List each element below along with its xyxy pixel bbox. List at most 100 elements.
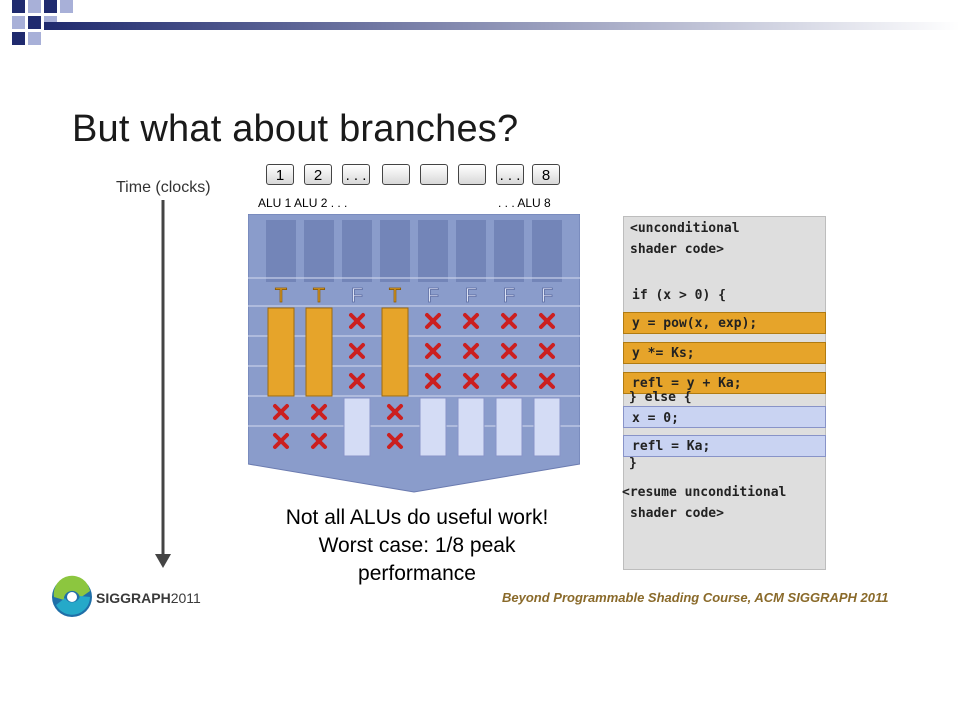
branch-flag-4: T xyxy=(389,285,401,307)
lane-header-2 xyxy=(304,220,334,282)
grid-background xyxy=(248,214,580,493)
false-work-bar-8 xyxy=(533,397,561,457)
true-work-bar-2 xyxy=(305,307,333,397)
code-line: if (x > 0) { xyxy=(632,288,726,303)
branch-flag-6: F xyxy=(465,285,477,307)
code-band-true-1 xyxy=(623,312,826,334)
alu-box-8: 8 xyxy=(532,164,560,185)
branch-flag-5: F xyxy=(427,285,439,307)
false-work-bar-7 xyxy=(495,397,523,457)
cross-stroke xyxy=(349,343,365,359)
cross-icon xyxy=(273,433,289,449)
code-line: x = 0; xyxy=(632,411,679,426)
lane-header-1 xyxy=(266,220,296,282)
cross-icon xyxy=(539,373,555,389)
cross-icon xyxy=(425,313,441,329)
cross-stroke xyxy=(463,343,479,359)
alu-label-left: ALU 1 ALU 2 . . . xyxy=(258,196,348,210)
cross-icon xyxy=(311,433,327,449)
alu-label-right: . . . ALU 8 xyxy=(498,196,551,210)
code-line: shader code> xyxy=(630,242,724,257)
cross-stroke xyxy=(539,373,555,389)
cross-icon xyxy=(349,373,365,389)
alu-box-6 xyxy=(458,164,486,185)
cross-icon xyxy=(463,373,479,389)
cross-stroke xyxy=(463,373,479,389)
cross-stroke xyxy=(501,373,517,389)
branch-flag-2: T xyxy=(313,285,325,307)
alu-box-4 xyxy=(382,164,410,185)
cross-icon xyxy=(463,313,479,329)
cross-icon xyxy=(311,404,327,420)
false-work-bar-6 xyxy=(457,397,485,457)
code-line: } xyxy=(629,456,637,471)
alu-box-2: 2 xyxy=(304,164,332,185)
code-band-true-3 xyxy=(623,372,826,394)
cross-icon xyxy=(425,373,441,389)
caption-line-2: Worst case: 1/8 peak xyxy=(318,534,516,557)
false-work-bar-5 xyxy=(419,397,447,457)
logo-name: SIGGRAPH xyxy=(96,590,171,606)
cross-icon xyxy=(349,313,365,329)
alu-box-3: . . . xyxy=(342,164,370,185)
cross-stroke xyxy=(501,313,517,329)
cross-stroke xyxy=(539,313,555,329)
cross-stroke xyxy=(311,433,327,449)
true-work-bar-4 xyxy=(381,307,409,397)
branch-flag-8: F xyxy=(541,285,553,307)
caption-line-3: performance xyxy=(358,562,476,585)
cross-stroke xyxy=(349,373,365,389)
cross-stroke xyxy=(425,313,441,329)
branch-flag-3: F xyxy=(351,285,363,307)
code-line: } else { xyxy=(629,390,692,405)
cross-stroke xyxy=(273,433,289,449)
cross-icon xyxy=(501,373,517,389)
code-line: y = pow(x, exp); xyxy=(632,316,758,331)
logo-year: 2011 xyxy=(170,590,201,606)
page-title: But what about branches? xyxy=(72,108,519,150)
code-band-false-1 xyxy=(623,406,826,428)
code-line: <resume unconditional xyxy=(622,485,787,500)
siggraph-logo-icon xyxy=(52,575,92,617)
code-line: refl = Ka; xyxy=(632,439,711,454)
cross-stroke xyxy=(273,404,289,420)
code-line: refl = y + Ka; xyxy=(632,376,742,391)
lane-header-4 xyxy=(380,220,410,282)
time-arrow-icon xyxy=(155,200,171,568)
cross-stroke xyxy=(463,313,479,329)
time-axis-label: Time (clocks) xyxy=(116,179,211,196)
cross-stroke xyxy=(311,404,327,420)
header-decoration xyxy=(12,0,960,45)
alu-box-5 xyxy=(420,164,448,185)
lane-header-6 xyxy=(456,220,486,282)
footer-credit: Beyond Programmable Shading Course, ACM … xyxy=(502,590,889,605)
false-work-bar-3 xyxy=(343,397,371,457)
caption: Not all ALUs do useful work! Worst case:… xyxy=(242,504,592,588)
cross-stroke xyxy=(387,404,403,420)
code-line: y *= Ks; xyxy=(632,346,695,361)
code-band-false-2 xyxy=(623,435,826,457)
caption-line-1: Not all ALUs do useful work! xyxy=(285,506,549,529)
cross-icon xyxy=(501,343,517,359)
lane-header-5 xyxy=(418,220,448,282)
cross-icon xyxy=(387,404,403,420)
alu-box-1: 1 xyxy=(266,164,294,185)
lane-header-7 xyxy=(494,220,524,282)
code-line: shader code> xyxy=(630,506,724,521)
code-line: <unconditional xyxy=(630,221,740,236)
alu-box-7: . . . xyxy=(496,164,524,185)
branch-flag-1: T xyxy=(275,285,287,307)
siggraph-wordmark: SIGGRAPH2011 xyxy=(96,590,201,606)
cross-icon xyxy=(463,343,479,359)
cross-icon xyxy=(425,343,441,359)
lane-header-3 xyxy=(342,220,372,282)
cross-icon xyxy=(539,343,555,359)
branch-flag-7: F xyxy=(503,285,515,307)
cross-stroke xyxy=(425,343,441,359)
cross-icon xyxy=(273,404,289,420)
cross-icon xyxy=(501,313,517,329)
true-work-bar-1 xyxy=(267,307,295,397)
lane-header-8 xyxy=(532,220,562,282)
cross-stroke xyxy=(425,373,441,389)
cross-icon xyxy=(387,433,403,449)
